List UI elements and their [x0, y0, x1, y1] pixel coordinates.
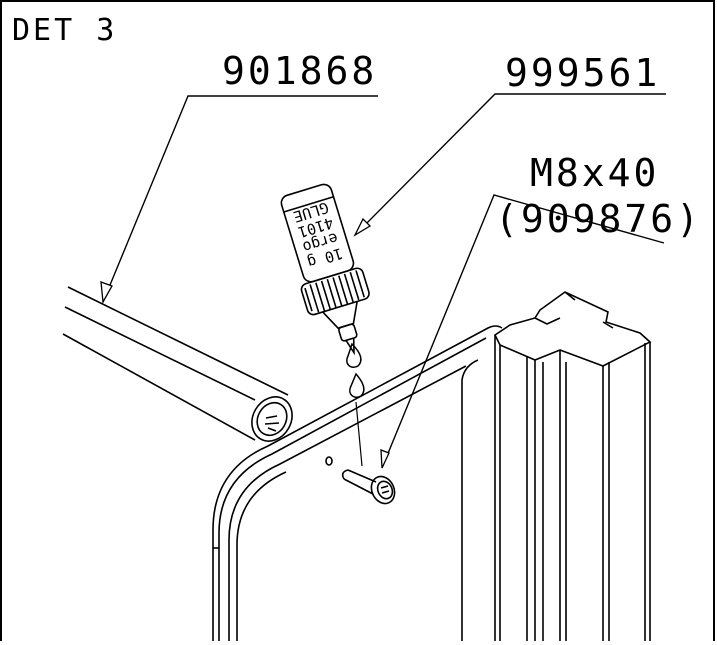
leader-lines [102, 93, 666, 469]
detail-label: DET 3 [12, 13, 117, 48]
screw-m8x40 [341, 469, 396, 505]
screw-size-label: M8x40 [530, 151, 659, 195]
tabletop-panel [212, 325, 503, 641]
leader-arrowheads [100, 217, 390, 469]
glue-drops [346, 342, 365, 467]
tube-part-number: 901868 [222, 49, 377, 93]
glue-bottle-999561: GLUE 4101 ergo 10 g [280, 183, 370, 356]
glue-part-number: 999561 [505, 51, 660, 95]
aluminium-profile [493, 291, 652, 641]
tube-901868 [62, 286, 293, 442]
